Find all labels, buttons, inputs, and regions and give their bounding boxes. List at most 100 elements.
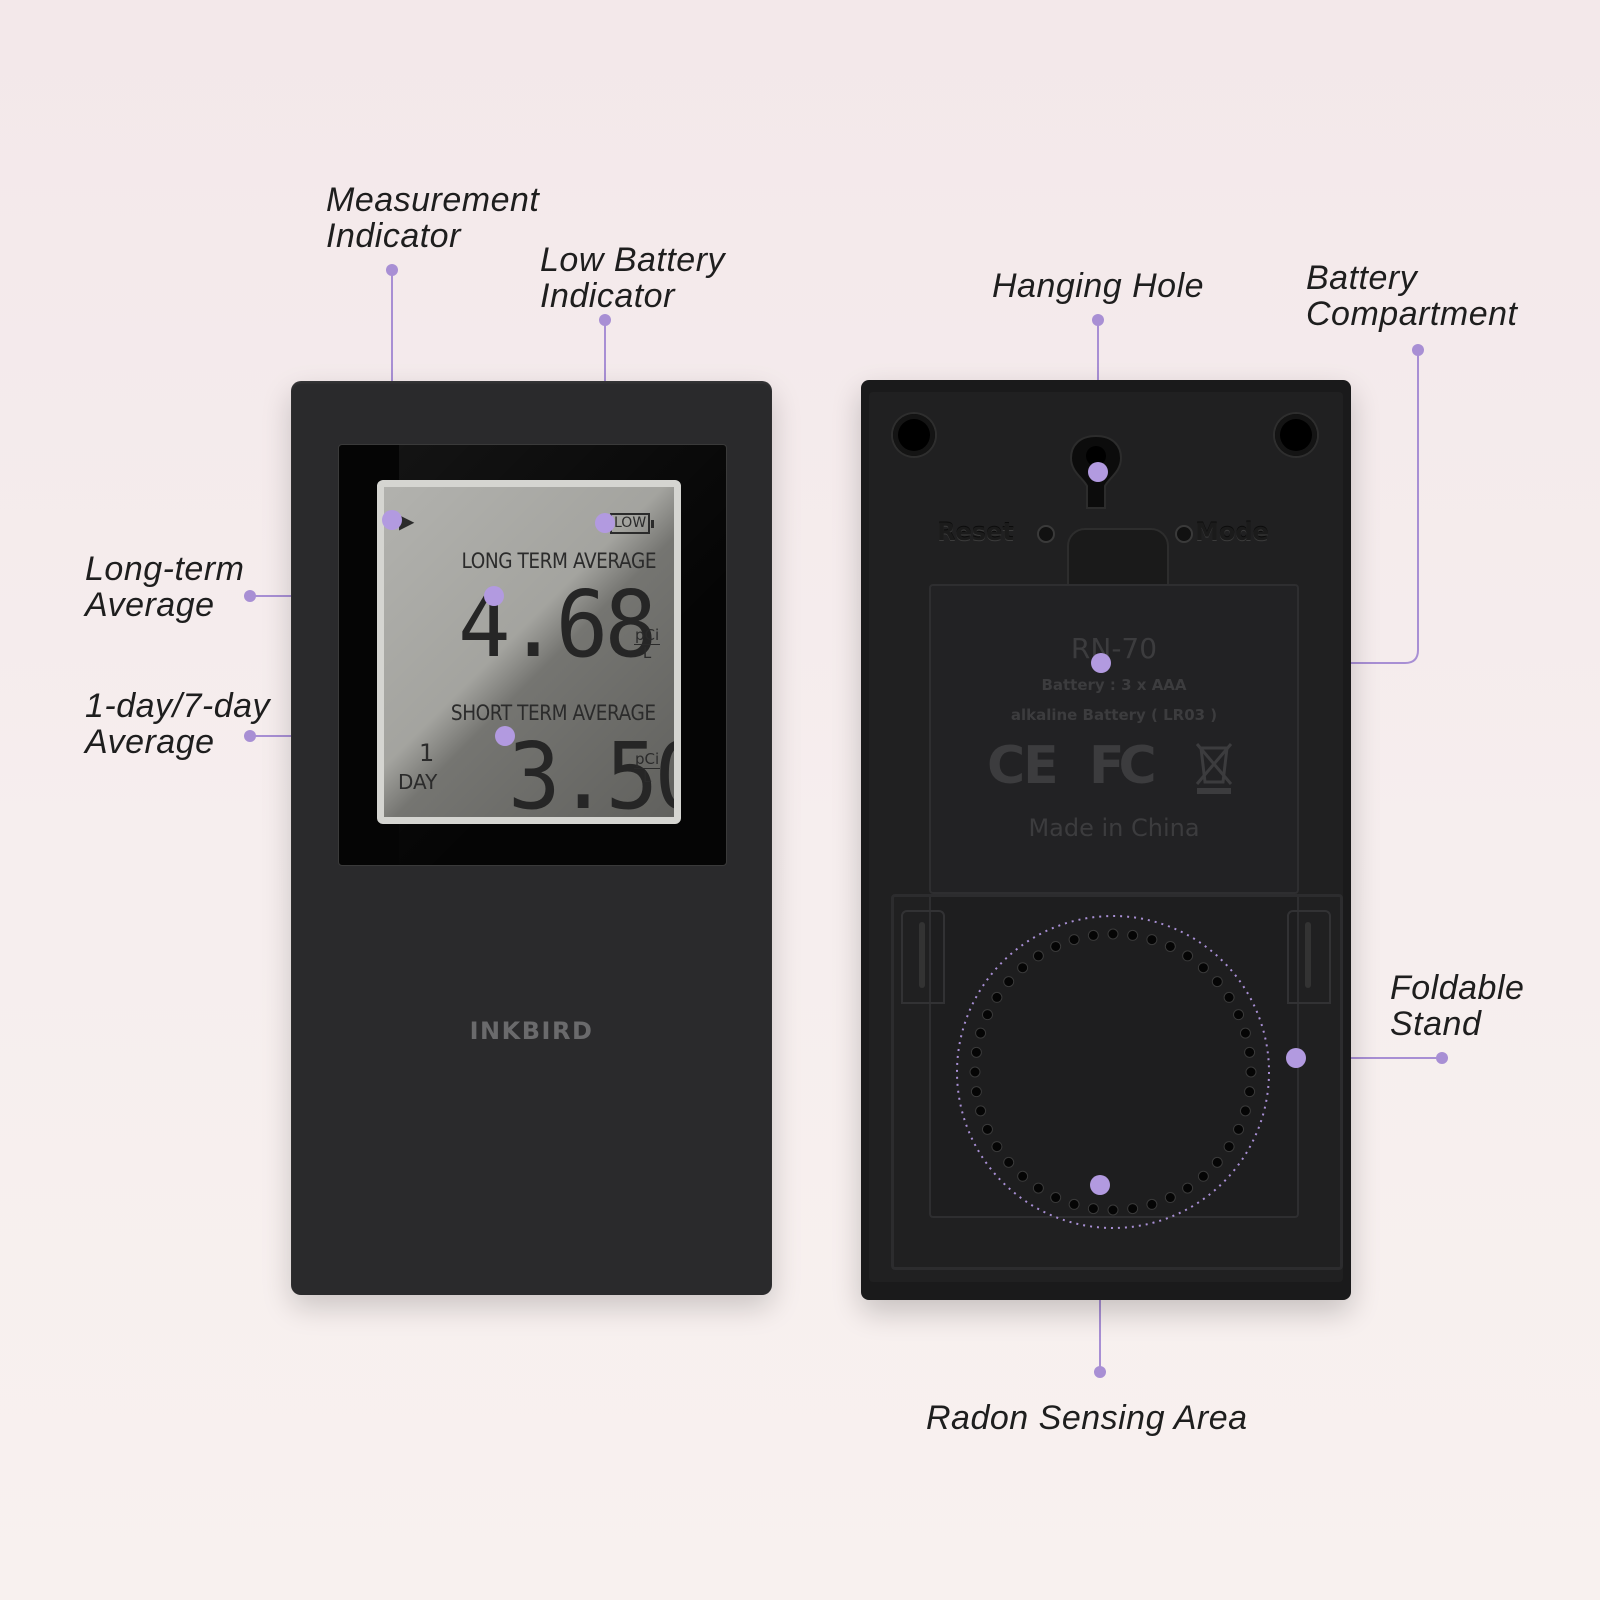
foldable-stand[interactable] [891, 894, 1343, 1270]
vent-hole [1245, 1066, 1257, 1078]
vent-hole [1017, 1170, 1029, 1182]
label-measurement-indicator: Measurement Indicator [326, 181, 540, 255]
reset-button[interactable] [1037, 525, 1055, 543]
vent-hole [1164, 940, 1176, 952]
vent-hole [1127, 929, 1139, 941]
vent-hole [1068, 1198, 1080, 1210]
vent-hole [1032, 1182, 1044, 1194]
day-count: 1 [419, 739, 435, 767]
certification-marks: CE FC [931, 736, 1297, 796]
vent-hole [1087, 1203, 1099, 1215]
label-foldable-stand: Foldable Stand [1390, 969, 1525, 1043]
label-day-average: 1-day/7-day Average [85, 687, 271, 761]
vent-hole [981, 1009, 993, 1021]
vent-hole [1017, 962, 1029, 974]
vent-hole [1239, 1105, 1251, 1117]
long-term-unit: pCi L [634, 626, 661, 662]
dot-day-average-end [244, 730, 256, 742]
low-battery-icon: LOW [610, 513, 655, 534]
vent-hole [981, 1123, 993, 1135]
vent-hole [991, 991, 1003, 1003]
battery-type: alkaline Battery ( LR03 ) [1010, 706, 1218, 724]
vent-hole [991, 1141, 1003, 1153]
dot-battery-compartment-end [1412, 344, 1424, 356]
vent-hole [1244, 1086, 1256, 1098]
stand-hinge-right [1287, 910, 1331, 1004]
brand-logo: INKBIRD [469, 1017, 594, 1045]
vent-hole [1146, 1198, 1158, 1210]
stand-recess [929, 894, 1299, 1218]
vent-hole [1211, 1156, 1223, 1168]
vent-hole [1146, 934, 1158, 946]
screw-hole-right [1275, 414, 1317, 456]
vent-hole [1068, 934, 1080, 946]
vent-hole [1032, 950, 1044, 962]
short-term-unit: pCi L [634, 750, 661, 786]
mode-label: Mode [1195, 518, 1269, 546]
unit-top: pCi [634, 750, 661, 769]
dot-foldable-stand-end [1436, 1052, 1448, 1064]
fcc-mark-icon: FC [1089, 736, 1157, 796]
dot-radon-end [1094, 1366, 1106, 1378]
weee-bin-icon [1195, 743, 1233, 794]
label-hanging-hole: Hanging Hole [992, 267, 1205, 305]
mode-button[interactable] [1175, 525, 1193, 543]
dot-measurement-end [386, 264, 398, 276]
label-long-term-average: Long-term Average [85, 550, 245, 624]
vent-hole [1127, 1203, 1139, 1215]
vent-hole [975, 1105, 987, 1117]
vent-hole [970, 1046, 982, 1058]
vent-hole [1087, 929, 1099, 941]
radon-detector-front: ▶ LOW LONG TERM AVERAGE 4.68 pCi L SHORT… [291, 381, 772, 1295]
unit-bottom: L [642, 768, 652, 786]
reset-label: Reset [937, 518, 1014, 546]
screw-hole-left [893, 414, 935, 456]
vent-hole [1197, 1170, 1209, 1182]
vent-hole [1223, 1141, 1235, 1153]
vent-hole [1107, 1204, 1119, 1216]
unit-top: pCi [634, 626, 661, 645]
vent-hole [1244, 1046, 1256, 1058]
vent-hole [1197, 962, 1209, 974]
made-in: Made in China [1028, 814, 1200, 842]
lcd-display: ▶ LOW LONG TERM AVERAGE 4.68 pCi L SHORT… [377, 480, 681, 824]
dot-long-term-end [244, 590, 256, 602]
battery-cover-latch[interactable] [1067, 528, 1169, 590]
sensing-area-outline [956, 915, 1270, 1229]
label-battery-compartment: Battery Compartment [1306, 259, 1518, 333]
lcd-glare [384, 487, 674, 817]
vent-hole [1182, 950, 1194, 962]
vent-hole [1003, 1156, 1015, 1168]
vent-hole [1233, 1123, 1245, 1135]
measurement-arrow-icon: ▶ [399, 509, 415, 533]
label-radon-sensing-area: Radon Sensing Area [926, 1399, 1248, 1437]
battery-compartment-cover[interactable]: RN-70 Battery : 3 x AAA alkaline Battery… [929, 584, 1299, 894]
long-term-value: 4.68 [458, 571, 657, 678]
vent-hole [1239, 1027, 1251, 1039]
radon-sensing-vents [956, 915, 1270, 1229]
hanging-hole-icon [1069, 434, 1123, 509]
back-panel: Reset Mode RN-70 Battery : 3 x AAA alkal… [869, 392, 1343, 1282]
battery-spec: Battery : 3 x AAA [1041, 676, 1187, 694]
vent-hole [1107, 928, 1119, 940]
model-number: RN-70 [1070, 632, 1158, 665]
dot-hanging-hole-end [1092, 314, 1104, 326]
vent-hole [1050, 1192, 1062, 1204]
vent-hole [969, 1066, 981, 1078]
vent-hole [1233, 1009, 1245, 1021]
dot-low-battery-end [599, 314, 611, 326]
vent-hole [1050, 940, 1062, 952]
vent-hole [1223, 991, 1235, 1003]
long-term-heading: LONG TERM AVERAGE [461, 549, 656, 573]
short-term-value: 3.50 [508, 723, 674, 824]
leader-battery-compartment [1101, 350, 1419, 664]
ce-mark-icon: CE [987, 736, 1059, 796]
unit-bottom: L [642, 644, 652, 662]
vent-hole [1182, 1182, 1194, 1194]
label-low-battery-indicator: Low Battery Indicator [540, 241, 726, 315]
vent-hole [1211, 976, 1223, 988]
day-label: DAY [398, 770, 438, 794]
vent-hole [1003, 976, 1015, 988]
short-term-heading: SHORT TERM AVERAGE [451, 701, 656, 725]
